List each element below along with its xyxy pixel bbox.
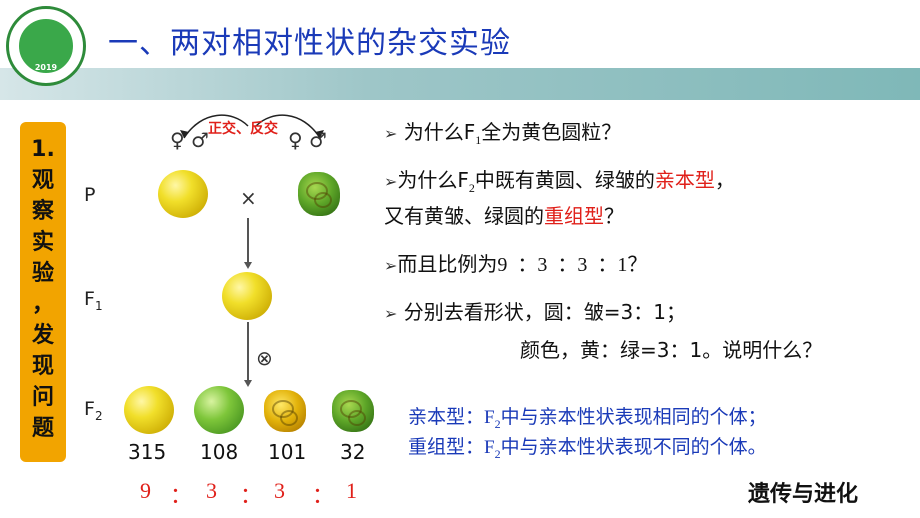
q3-post: ？ [627,252,648,276]
q2-mid: 中既有黄圆、绿皱的 [474,168,655,192]
q2-recombinant-type: 重组型 [544,204,604,228]
ratio-3b: 3 [274,478,285,503]
f1-yellow-round-pea [222,272,272,320]
question-3: ➢而且比例为9 ：3 ：3 ：1？ [384,248,647,277]
q2-parental-type: 亲本型 [654,168,715,192]
ratio-9: 9 [140,478,151,503]
ratio-sep-3: ： [312,483,335,508]
question-2: ➢为什么F2中既有黄圆、绿皱的亲本型， [384,164,735,196]
slide-title: 一、两对相对性状的杂交实验 [108,26,511,61]
f1-to-f2-arrow-line [247,322,249,380]
arrow-bullet-icon: ➢ [384,256,398,275]
question-1: ➢ 为什么F1全为黄色圆粒？ [384,116,621,148]
section-label-char: 实 [31,230,54,255]
row-label-f2-sub: 2 [94,408,103,423]
school-logo: 2019 [6,6,86,86]
section-label-char: 题 [31,416,54,441]
ratio-1: 1 [346,478,357,503]
ratio-3a: 3 [206,478,217,503]
definition-parental-type: 亲本型：F2中与亲本性状表现相同的个体； [408,402,767,432]
q1-pre: 为什么F [403,120,476,144]
question-4-line-2: 颜色，黄：绿=3：1。说明什么？ [520,338,823,362]
count-green-wrinkled: 32 [340,440,366,464]
p-to-f1-arrow-line [247,218,249,262]
row-label-f2: F2 [84,398,103,423]
p-to-f1-arrow-head [244,262,252,269]
footer-book-title: 遗传与进化 [748,481,859,507]
f2-yellow-round-pea [124,386,174,434]
q2-post: ， [714,168,735,192]
section-label-char: 1. [31,137,55,162]
logo-emblem: 2019 [17,17,75,75]
section-label: 1. 观察实验 ， 发现问题 [20,122,66,462]
q3-pre: 而且比例为 [397,252,498,276]
ratio-sep-1: ： [170,483,193,508]
q3-ratio: 9 ：3 ：3 ：1 [497,254,628,276]
q1-post: 全为黄色圆粒？ [481,120,622,144]
arrow-bullet-icon: ➢ [384,124,398,143]
logo-year: 2019 [34,63,58,72]
parent-symbols-right: ♀ ♂ [288,128,327,152]
d1-term: 亲本型： [408,406,485,428]
d2-post: 中与亲本性状表现不同的个体。 [500,436,767,458]
section-label-char: 验 [31,261,54,286]
question-4: ➢ 分别去看形状，圆：皱=3：1； [384,296,686,325]
definition-recombinant-type: 重组型：F2中与亲本性状表现不同的个体。 [408,432,767,462]
row-label-f1-sub: 1 [94,298,103,313]
arrow-bullet-icon: ➢ [384,304,398,323]
section-label-text: 1. 观察实验 ， 发现问题 [20,134,66,444]
count-yellow-wrinkled: 101 [268,440,307,464]
q2-sub: 2 [468,181,475,195]
section-label-char: 观 [31,168,54,193]
section-label-char: 问 [31,385,54,410]
count-green-round: 108 [200,440,239,464]
count-yellow-round: 315 [128,440,167,464]
self-cross-sign: ⊗ [256,346,273,370]
parent-yellow-round-pea [158,170,208,218]
f1-to-f2-arrow-head [244,380,252,387]
cross-sign: × [240,186,257,210]
arrow-bullet-icon: ➢ [384,172,398,191]
reciprocal-cross-arrows [180,114,324,139]
parent-green-wrinkled-pea [298,172,340,216]
section-label-char: 发 [31,323,54,348]
row-label-f1-letter: F [84,288,95,310]
f2-green-wrinkled-pea [332,390,374,432]
q2-line2-pre: 又有黄皱、绿圆的 [384,204,544,228]
q2-pre: 为什么F [397,168,469,192]
q2-line2-post: ？ [604,204,624,228]
f2-yellow-wrinkled-pea [264,390,306,432]
q4-line-1: 分别去看形状，圆：皱=3：1； [403,300,686,324]
f2-green-round-pea [194,386,244,434]
section-label-char: ， [31,292,54,317]
parent-symbols-left: ♀ ♂ [170,128,209,152]
d1-sub: 2 [494,416,501,431]
section-label-content: 1. 观察实验 ， 发现问题 [20,134,66,444]
row-label-p: P [84,184,96,206]
row-label-f1: F1 [84,288,103,313]
row-label-f2-letter: F [84,398,95,420]
d2-sub: 2 [494,446,501,461]
section-label-char: 现 [31,354,54,379]
section-label-char: 察 [31,199,54,224]
d2-term: 重组型： [408,436,485,458]
q1-sub: 1 [475,133,482,147]
d1-post: 中与亲本性状表现相同的个体； [500,406,767,428]
question-2-line-2: 又有黄皱、绿圆的重组型？ [384,200,624,229]
d1-pre: F [484,407,495,428]
d2-pre: F [484,437,495,458]
reciprocal-cross-label: 正交、反交 [208,121,278,137]
header-band [0,68,920,100]
ratio-sep-2: ： [240,483,263,508]
